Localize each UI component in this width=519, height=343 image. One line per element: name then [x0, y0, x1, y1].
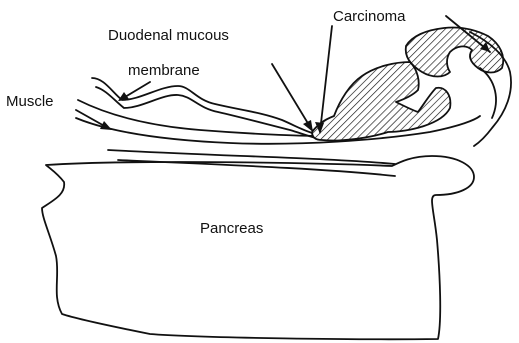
label-duodenal-line1: Duodenal mucous [108, 27, 229, 44]
pointer-lesion [272, 64, 312, 130]
label-muscle: Muscle [6, 93, 54, 110]
tissue-contour-right-inner [480, 68, 496, 118]
label-duodenal-line2: membrane [128, 62, 200, 79]
label-carcinoma: Carcinoma [333, 8, 406, 25]
pointer-carcinoma-main [320, 26, 332, 132]
pancreas-outline [42, 156, 474, 339]
arrowhead-muscle [100, 121, 112, 130]
mucosa-line-1 [92, 78, 316, 134]
label-pancreas: Pancreas [200, 220, 263, 237]
